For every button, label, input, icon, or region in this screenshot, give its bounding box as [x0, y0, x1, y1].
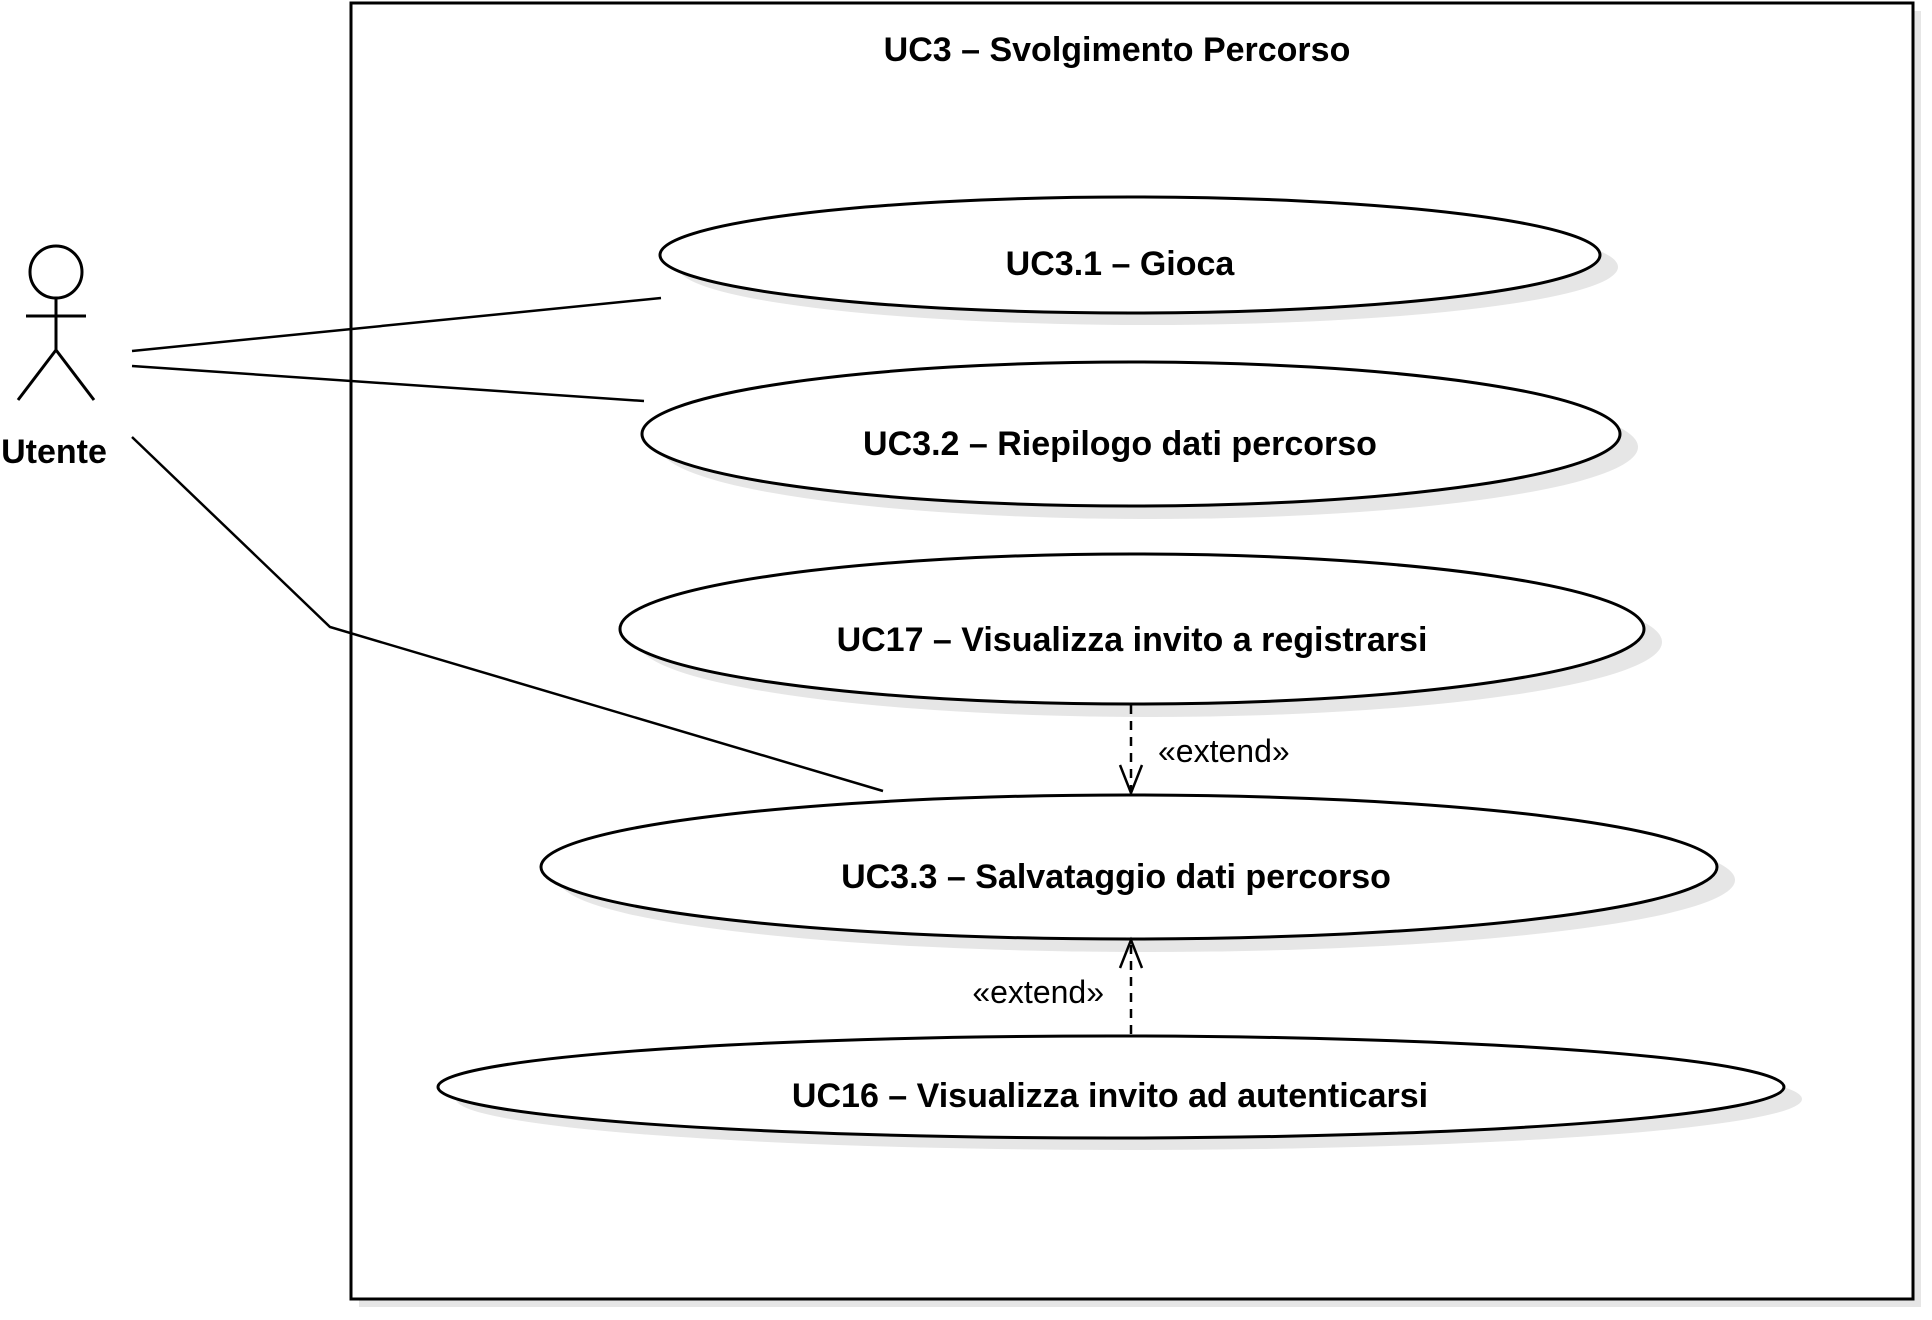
actor-left-leg — [16, 349, 58, 401]
extend-label-uc16: «extend» — [972, 974, 1104, 1010]
use-case-uc3-2-label: UC3.2 – Riepilogo dati percorso — [863, 425, 1377, 463]
system-title: UC3 – Svolgimento Percorso — [884, 31, 1351, 69]
use-case-uc17-label: UC17 – Visualizza invito a registrarsi — [837, 621, 1428, 659]
extend-uc17-to-uc3-3[interactable]: «extend» — [1118, 705, 1290, 797]
extend-arrowhead — [1118, 936, 1144, 969]
association-uc3-3[interactable] — [131, 436, 884, 793]
use-case-uc3-3[interactable]: UC3.3 – Salvataggio dati percorso — [539, 793, 1735, 952]
extend-arrowhead — [1118, 764, 1144, 797]
use-case-uc3-1[interactable]: UC3.1 – Gioca — [658, 195, 1618, 325]
actor-utente[interactable]: Utente — [1, 244, 107, 471]
extend-uc16-to-uc3-3[interactable]: «extend» — [972, 936, 1144, 1034]
use-case-uc3-2[interactable]: UC3.2 – Riepilogo dati percorso — [640, 360, 1638, 519]
actor-right-leg — [54, 349, 96, 401]
actor-label: Utente — [1, 433, 107, 471]
association-uc3-2[interactable] — [131, 364, 645, 403]
use-case-uc17[interactable]: UC17 – Visualizza invito a registrarsi — [618, 552, 1662, 717]
associations — [131, 296, 884, 793]
use-case-uc3-3-label: UC3.3 – Salvataggio dati percorso — [841, 858, 1391, 896]
use-case-uc16-label: UC16 – Visualizza invito ad autenticarsi — [792, 1077, 1428, 1115]
actor-head — [28, 244, 84, 300]
extend-label-uc17: «extend» — [1158, 733, 1290, 769]
use-case-uc3-1-label: UC3.1 – Gioca — [1006, 245, 1236, 283]
association-uc3-1[interactable] — [131, 296, 662, 353]
use-case-uc16[interactable]: UC16 – Visualizza invito ad autenticarsi — [436, 1034, 1802, 1150]
